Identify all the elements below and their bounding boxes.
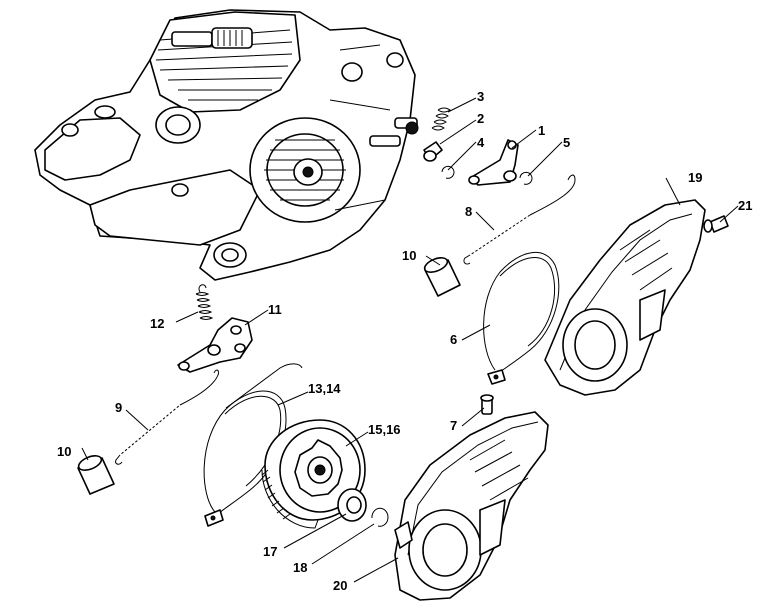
label-part-12: 12 [150, 316, 164, 331]
part-21-screw [703, 215, 729, 233]
part-15-16-clutch-drum [261, 419, 366, 529]
part-3-spring [431, 107, 451, 131]
part-19-sprocket-cover [544, 199, 706, 396]
part-12-spring [195, 284, 214, 320]
label-part-13-14: 13,14 [308, 381, 341, 396]
label-part-18: 18 [293, 560, 307, 575]
part-17-washer [337, 488, 367, 522]
label-part-6: 6 [450, 332, 457, 347]
label-part-4: 4 [477, 135, 485, 150]
label-part-8: 8 [465, 204, 472, 219]
part-7-screw [480, 394, 494, 415]
part-13-14-brake-band [203, 363, 303, 527]
part-2-bolt [423, 141, 443, 162]
part-labels: 3 2 4 1 5 19 21 8 10 11 12 6 13,14 9 7 1… [57, 89, 752, 593]
label-part-11: 11 [268, 302, 282, 317]
label-part-7: 7 [450, 418, 457, 433]
label-part-10-left: 10 [57, 444, 71, 459]
part-11-brake-lever [177, 317, 253, 373]
label-part-20: 20 [333, 578, 347, 593]
label-part-17: 17 [263, 544, 277, 559]
label-part-2: 2 [477, 111, 484, 126]
leader-lines [81, 97, 739, 583]
label-part-21: 21 [738, 198, 752, 213]
part-9-spring [115, 369, 219, 465]
label-part-5: 5 [563, 135, 570, 150]
label-part-9: 9 [115, 400, 122, 415]
label-part-3: 3 [477, 89, 484, 104]
part-10-sleeve-right [423, 257, 461, 297]
engine-crankcase-drawing [34, 9, 419, 281]
label-part-15-16: 15,16 [368, 422, 401, 437]
part-10-sleeve-left [77, 455, 115, 495]
label-part-1: 1 [538, 123, 545, 138]
label-part-19: 19 [688, 170, 702, 185]
part-4-clip [441, 165, 455, 179]
label-part-10-right: 10 [402, 248, 416, 263]
part-6-brake-band [483, 251, 560, 385]
part-20-sprocket-cover [394, 411, 549, 601]
part-18-e-clip [371, 507, 389, 527]
part-5-clip [519, 171, 533, 185]
part-8-spring [463, 174, 576, 265]
